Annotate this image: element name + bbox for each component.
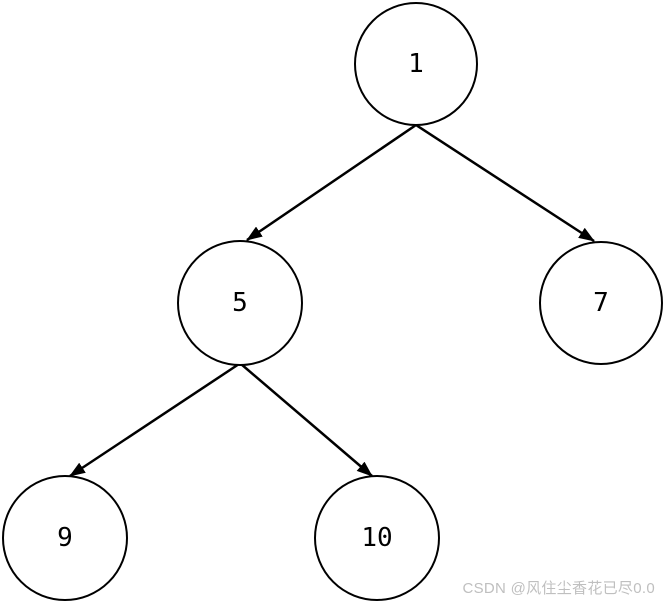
watermark: CSDN @风住尘香花已尽0.0 [462,580,655,597]
tree-edge-1-to-7 [415,123,595,243]
tree-node-circle [539,241,663,365]
tree-node-circle [177,240,303,366]
tree-node-circle [354,2,478,126]
tree-node-circle [314,475,440,601]
tree-node-1: 1 [354,2,478,126]
tree-edge-1-to-5 [246,123,417,242]
tree-node-9: 9 [2,475,128,601]
tree-edge-5-to-10 [240,363,373,477]
tree-node-7: 7 [539,241,663,365]
tree-node-label: 7 [593,288,609,318]
tree-edges [69,123,595,478]
tree-node-10: 10 [314,475,440,601]
tree-node-label: 5 [232,288,248,318]
tree-node-label: 9 [57,523,73,553]
tree-node-label: 1 [408,49,424,79]
tree-edge-5-to-9 [69,362,240,478]
tree-node-circle [2,475,128,601]
tree-node-5: 5 [177,240,303,366]
tree-node-label: 10 [361,523,392,553]
